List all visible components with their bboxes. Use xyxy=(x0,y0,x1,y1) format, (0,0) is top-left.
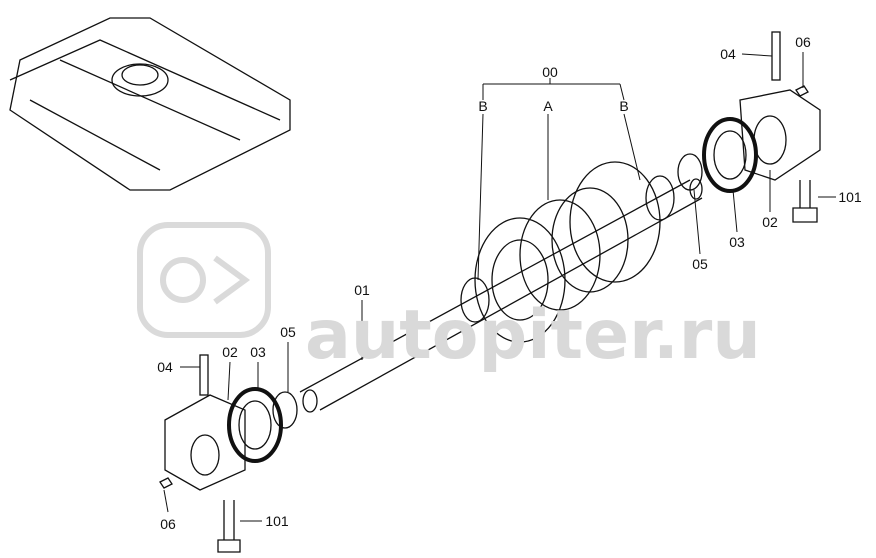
label-roller: A xyxy=(543,98,553,114)
label-bolt-left: 101 xyxy=(265,513,289,529)
label-oring-left: 05 xyxy=(280,324,296,340)
label-assembly: 00 xyxy=(542,64,558,80)
right-end-parts xyxy=(677,31,821,223)
label-collar-left: B xyxy=(478,98,488,114)
label-shaft: 01 xyxy=(354,282,370,298)
label-seal-left: 03 xyxy=(250,344,266,360)
label-pin-right: 04 xyxy=(720,46,736,62)
shaft xyxy=(299,178,703,413)
label-housing-right: 02 xyxy=(762,214,778,230)
watermark-logo xyxy=(137,222,271,338)
label-seal-right: 03 xyxy=(729,234,745,250)
label-plug-right: 06 xyxy=(795,34,811,50)
watermark-text: autopiter.ru xyxy=(305,296,761,375)
label-bolt-right: 101 xyxy=(838,189,862,205)
leader-lines xyxy=(163,52,836,522)
label-collar-right: B xyxy=(619,98,629,114)
label-pin-left: 04 xyxy=(157,359,173,375)
label-oring-right: 05 xyxy=(692,256,708,272)
label-housing-left: 02 xyxy=(222,344,238,360)
roller xyxy=(460,161,675,343)
left-end-parts xyxy=(159,354,298,553)
label-plug-left: 06 xyxy=(160,516,176,532)
track-frame-illustration xyxy=(9,17,291,191)
